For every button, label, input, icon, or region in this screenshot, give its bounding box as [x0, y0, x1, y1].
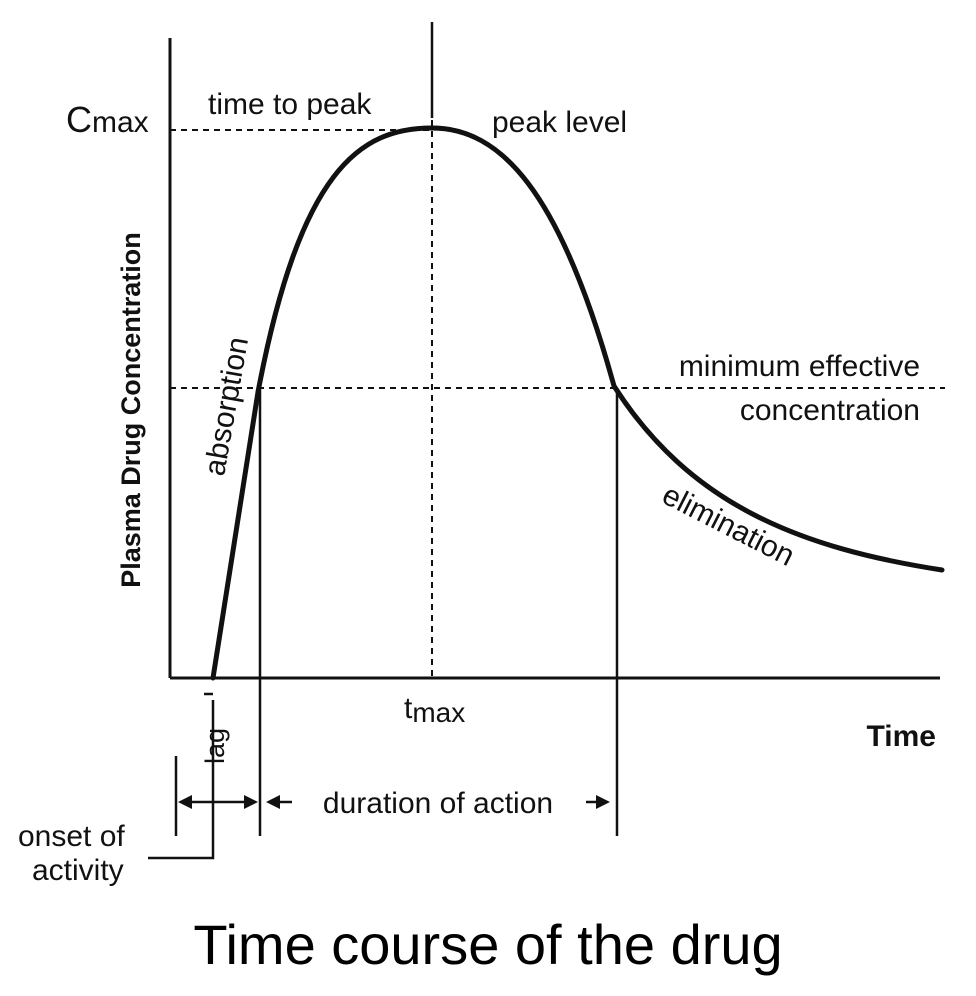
mec-label-line2: concentration	[740, 394, 920, 427]
tmax-label-sub: max	[412, 697, 465, 728]
lag-arrowhead-right	[244, 795, 258, 809]
onset-label-line2: activity	[32, 854, 124, 887]
mec-label-line1: minimum effective	[679, 350, 920, 383]
lag-label: lag	[200, 728, 230, 764]
concentration-curve	[210, 125, 945, 681]
tmax-label-base: t	[404, 692, 413, 725]
peak-level-label: peak level	[492, 106, 627, 139]
cmax-label-base: C	[66, 99, 92, 140]
x-axis-label: Time	[867, 720, 936, 753]
cmax-label: Cmax	[66, 99, 149, 140]
figure-caption: Time course of the drug	[193, 913, 783, 976]
tmax-label: tmax	[404, 692, 465, 728]
lag-arrowhead-left	[178, 795, 192, 809]
duration-label: duration of action	[323, 787, 553, 820]
cmax-label-sub: max	[92, 106, 149, 139]
y-axis-label: Plasma Drug Concentration	[116, 232, 146, 588]
duration-arrowhead-left	[266, 795, 280, 809]
onset-label-line1: onset of	[18, 820, 125, 853]
duration-arrowhead-right	[596, 795, 610, 809]
onset-leader-line	[148, 700, 215, 860]
time-to-peak-label: time to peak	[208, 88, 372, 121]
